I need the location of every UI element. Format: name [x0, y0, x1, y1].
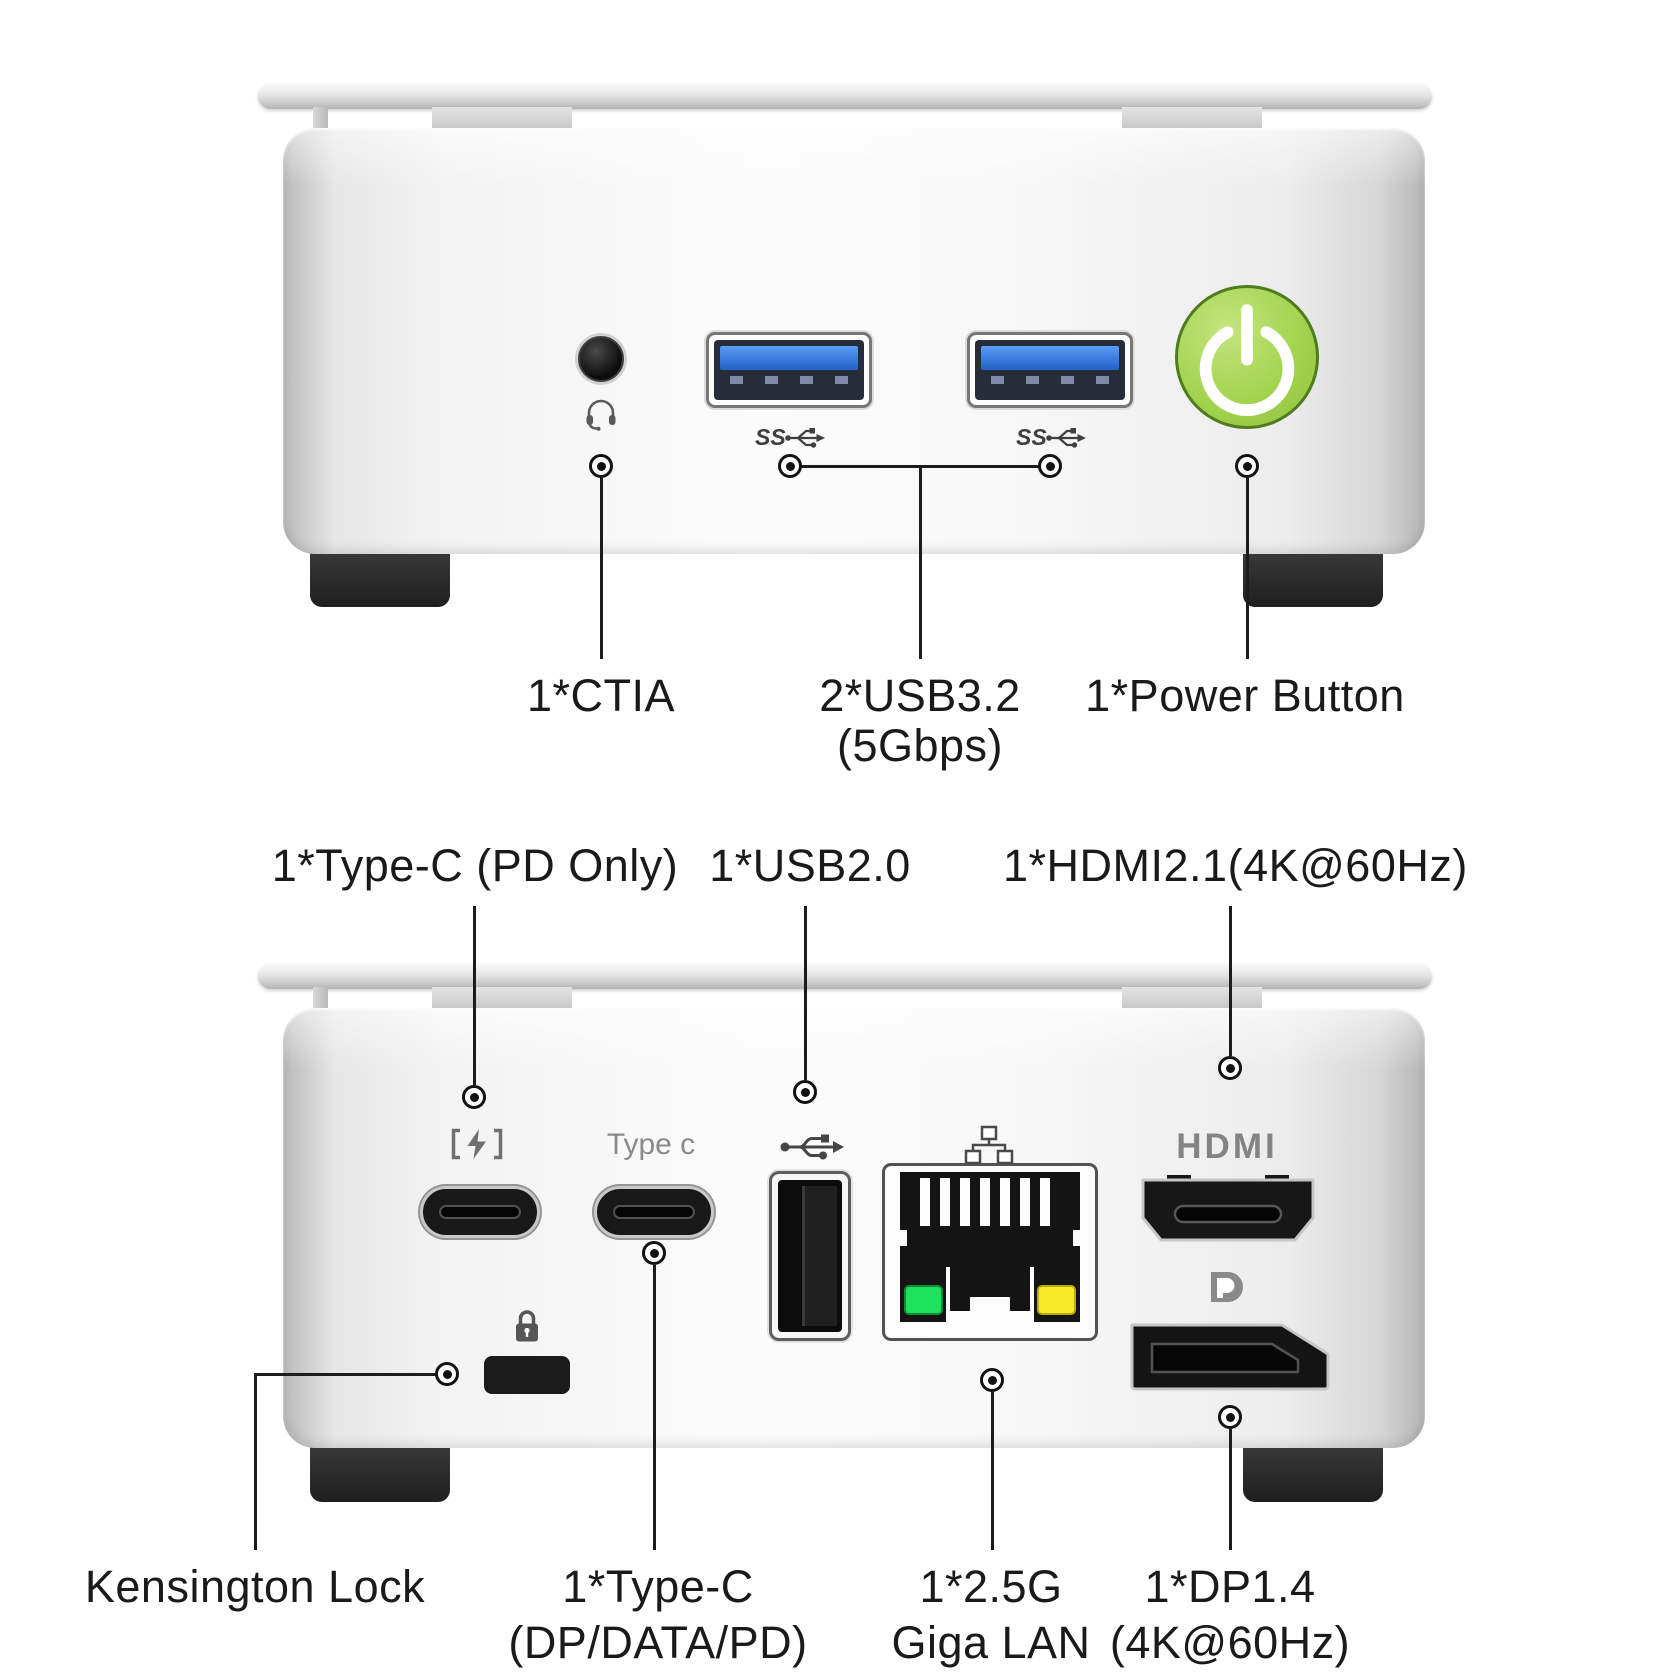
callout-dot-usb1	[778, 454, 802, 478]
callout-dot-ctia	[589, 454, 613, 478]
superspeed-usb-icon-1: SS	[755, 424, 825, 450]
callout-line-dp	[1229, 1429, 1232, 1550]
callout-dot-dp	[1218, 1405, 1242, 1429]
rear-top-lid	[258, 963, 1432, 989]
label-usb32: 2*USB3.2 (5Gbps)	[770, 671, 1070, 771]
typec-data-port	[594, 1186, 714, 1238]
kensington-lock-slot	[484, 1356, 570, 1394]
usb3-port-2-pins	[991, 376, 1109, 384]
usb2-port-cavity	[778, 1180, 842, 1332]
label-dp-text: 1*DP1.4	[1144, 1561, 1316, 1612]
usb-trident-icon	[780, 1134, 844, 1160]
rear-lid-pin	[313, 987, 328, 1011]
label-typec-data-text: 1*Type-C	[562, 1561, 754, 1612]
callout-dot-hdmi	[1218, 1056, 1242, 1080]
label-typec-data-subtext: (DP/DATA/PD)	[508, 1617, 808, 1668]
label-usb32-text: 2*USB3.2	[819, 670, 1021, 721]
usb3-port-2-cavity	[975, 340, 1125, 400]
callout-line-lan	[991, 1392, 994, 1550]
lan-port	[882, 1163, 1098, 1341]
callout-line-hdmi	[1229, 906, 1232, 1056]
lan-port-jack	[900, 1172, 1080, 1322]
displayport-logo-icon	[1211, 1272, 1243, 1302]
front-lid-pin	[313, 107, 328, 131]
usb3-port-2	[967, 332, 1133, 408]
label-dp-subtext: (4K@60Hz)	[1109, 1617, 1351, 1668]
lock-icon	[516, 1310, 538, 1342]
typec-data-slot	[613, 1205, 695, 1219]
headset-icon	[586, 399, 616, 431]
label-lan-subtext: Giga LAN	[891, 1617, 1091, 1668]
usb3-port-1-tongue	[720, 346, 858, 370]
label-usb20-text: 1*USB2.0	[709, 840, 911, 891]
label-ctia: 1*CTIA	[451, 671, 751, 721]
typec-pd-port	[420, 1186, 540, 1238]
callout-dot-lan	[980, 1368, 1004, 1392]
label-usb20: 1*USB2.0	[660, 841, 960, 891]
typec-port-text: Type c	[606, 1128, 696, 1161]
usb3-port-1-cavity	[714, 340, 864, 400]
callout-dot-typec-pd	[462, 1085, 486, 1109]
label-typec-data: 1*Type-C (DP/DATA/PD)	[458, 1559, 858, 1671]
ss-text-2: SS	[1016, 424, 1047, 450]
front-top-lid	[258, 83, 1432, 109]
front-foot-left	[310, 545, 450, 607]
hdmi-port	[1141, 1175, 1315, 1242]
callout-dot-typec-data	[642, 1241, 666, 1265]
displayport-port	[1130, 1323, 1330, 1391]
usb3-port-1-pins	[730, 376, 848, 384]
rear-foot-left	[310, 1440, 450, 1502]
superspeed-usb-icon-2: SS	[1016, 424, 1086, 450]
label-kensington: Kensington Lock	[55, 1559, 455, 1615]
label-lan: 1*2.5G Giga LAN	[791, 1559, 1191, 1671]
callout-line-usb-bridge	[801, 465, 1039, 468]
power-symbol-icon	[1199, 304, 1295, 417]
callout-line-typec-data	[653, 1265, 656, 1550]
label-hdmi21: 1*HDMI2.1(4K@60Hz)	[1003, 840, 1468, 891]
label-power-button-text: 1*Power Button	[1085, 670, 1405, 721]
callout-line-usb20	[804, 906, 807, 1080]
callout-line-power	[1246, 478, 1249, 659]
callout-dot-usb20	[793, 1080, 817, 1104]
callout-line-usb	[919, 467, 922, 659]
label-power-button: 1*Power Button	[1065, 671, 1425, 721]
rear-foot-right	[1243, 1440, 1383, 1502]
label-typec-pd: 1*Type-C (PD Only)	[255, 841, 695, 891]
usb3-port-1	[706, 332, 872, 408]
typec-pd-slot	[439, 1205, 521, 1219]
battery-charge-icon	[451, 1128, 503, 1160]
label-typec-pd-text: 1*Type-C (PD Only)	[271, 840, 679, 891]
callout-line-kensington-h	[254, 1373, 436, 1376]
callout-line-ctia	[600, 478, 603, 659]
label-dp: 1*DP1.4 (4K@60Hz)	[1030, 1559, 1430, 1671]
label-usb32-subtext: (5Gbps)	[836, 720, 1004, 771]
callout-dot-usb2	[1038, 454, 1062, 478]
front-foot-right	[1243, 545, 1383, 607]
ss-text-1: SS	[755, 424, 786, 450]
hdmi-port-text: HDMI	[1176, 1127, 1278, 1166]
power-button	[1175, 285, 1319, 429]
callout-dot-power	[1235, 454, 1259, 478]
lan-led-yellow	[1037, 1285, 1076, 1315]
usb2-port-tongue	[802, 1186, 837, 1326]
usb3-port-2-tongue	[981, 346, 1119, 370]
ethernet-icon	[964, 1125, 1014, 1165]
callout-line-kensington-v	[254, 1373, 257, 1550]
label-hdmi21-text: 1*HDMI2.1(4K@60Hz)	[1003, 840, 1468, 891]
label-ctia-text: 1*CTIA	[526, 670, 676, 721]
callout-line-typec-pd	[473, 906, 476, 1085]
usb2-port	[769, 1171, 851, 1341]
label-lan-text: 1*2.5G	[919, 1561, 1063, 1612]
lan-led-green	[904, 1285, 943, 1315]
label-kensington-text: Kensington Lock	[84, 1561, 426, 1612]
headphone-jack-port	[578, 336, 624, 382]
callout-dot-kensington	[435, 1362, 459, 1386]
